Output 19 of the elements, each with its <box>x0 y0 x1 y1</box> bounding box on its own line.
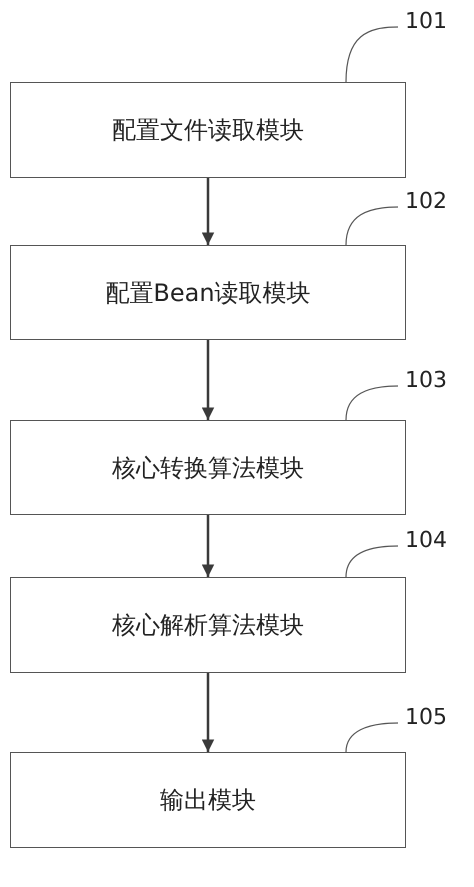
process-box: 配置文件读取模块 <box>10 82 406 178</box>
callout-number: 103 <box>398 365 454 395</box>
callout-number: 101 <box>398 6 454 36</box>
process-box: 输出模块 <box>10 752 406 848</box>
leader-line <box>345 385 398 420</box>
leader-line <box>345 722 398 752</box>
arrow <box>202 340 214 420</box>
arrow <box>202 178 214 245</box>
leader-line <box>345 206 398 246</box>
arrow <box>202 673 214 752</box>
leader-line <box>345 26 398 82</box>
arrow <box>202 515 214 577</box>
process-box: 核心解析算法模块 <box>10 577 406 673</box>
process-box: 配置Bean读取模块 <box>10 245 406 340</box>
callout-number: 104 <box>398 525 454 555</box>
callout-number: 105 <box>398 702 454 732</box>
leader-line <box>345 545 398 578</box>
callout-number: 102 <box>398 186 454 216</box>
process-box: 核心转换算法模块 <box>10 420 406 515</box>
